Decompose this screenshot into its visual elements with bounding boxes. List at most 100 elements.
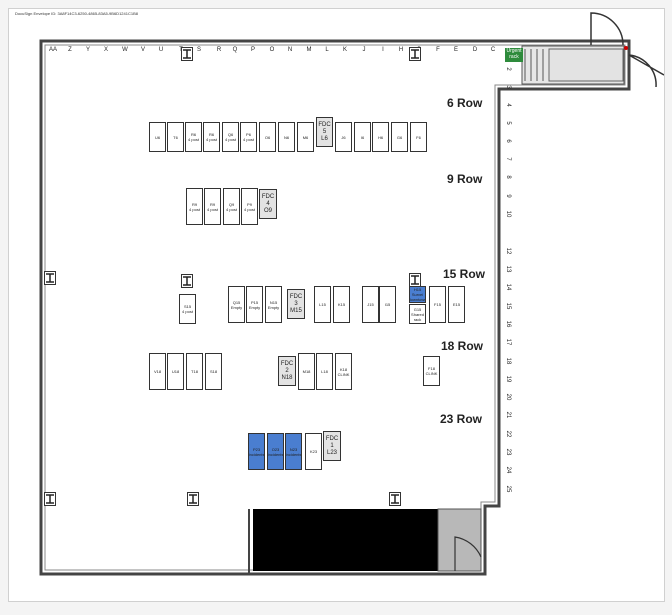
row-number: 24: [505, 466, 511, 474]
rack[interactable]: P23 Incidents: [248, 433, 265, 470]
rack[interactable]: L15: [314, 286, 331, 323]
rack[interactable]: F18 CLINK: [423, 356, 440, 386]
rack[interactable]: N6: [278, 122, 295, 152]
rack-label: N6: [283, 134, 290, 140]
row-number: 6: [505, 139, 511, 143]
rack[interactable]: J6: [335, 122, 352, 152]
rack-label: S18: [209, 369, 218, 374]
row-number: 25: [505, 485, 511, 493]
column-letter: F: [436, 47, 440, 53]
fdc-5[interactable]: FDC 5 L6: [316, 117, 333, 147]
i-beam-icon: [181, 274, 193, 288]
fdc-4[interactable]: FDC 4 O9: [259, 189, 277, 219]
rack-label: S15 4 post: [182, 304, 193, 314]
rack[interactable]: S18: [205, 353, 222, 390]
corridor-inner: [548, 48, 624, 82]
rack[interactable]: N15 Empty: [265, 286, 282, 323]
rack[interactable]: P15 Empty: [246, 286, 263, 323]
rack-label: U6: [154, 134, 161, 140]
rack[interactable]: O6: [259, 122, 276, 152]
rack[interactable]: M6: [297, 122, 314, 152]
rack[interactable]: H6: [372, 122, 389, 152]
row-number: 18: [505, 357, 511, 365]
rack[interactable]: R9 4 post: [204, 188, 221, 225]
rack[interactable]: P6 4 post: [240, 122, 257, 152]
column-letter: Y: [85, 47, 91, 53]
rack[interactable]: R6 4 post: [185, 122, 202, 152]
rack[interactable]: L18: [316, 353, 333, 390]
rack[interactable]: I15: [379, 286, 396, 323]
column-letter: X: [103, 47, 109, 53]
i-beam-icon: [389, 492, 401, 506]
rack[interactable]: K23: [305, 433, 322, 470]
rack-label: K23: [309, 449, 318, 454]
rack-label: H6: [377, 134, 384, 140]
outer-wall: [39, 39, 631, 576]
rack-label: K15: [337, 302, 346, 307]
column-letter: Z: [68, 47, 72, 53]
rack[interactable]: K15: [333, 286, 350, 323]
rack[interactable]: G6: [391, 122, 408, 152]
column-letter: AA: [48, 47, 58, 53]
rack[interactable]: N23 Incidents: [285, 433, 302, 470]
rack[interactable]: F15: [429, 286, 446, 323]
rack-label: Q9 4 post: [226, 201, 237, 212]
fdc-2[interactable]: FDC 2 N18: [278, 356, 296, 386]
fdc-3[interactable]: FDC 3 M15: [287, 289, 305, 319]
rack-label: F6: [416, 134, 421, 140]
rack[interactable]: K18 CLINK: [335, 353, 352, 390]
column-letter: O: [269, 47, 275, 53]
rack-label: T18: [191, 369, 198, 374]
column-letter: V: [140, 47, 146, 53]
rack-label: G15 Shared rack: [411, 306, 424, 322]
rack[interactable]: G15 Shared rack: [409, 304, 426, 324]
rack-label: G6: [396, 134, 403, 140]
row-number: 22: [505, 430, 511, 438]
rack-label: M18: [302, 369, 311, 374]
rack[interactable]: Q6 4 post: [222, 122, 239, 152]
rack[interactable]: F6: [410, 122, 427, 152]
rack-label: H15 Survei downtown: [409, 287, 426, 302]
rack[interactable]: U6: [149, 122, 166, 152]
rack-label: R9 4 post: [207, 201, 218, 212]
rack-label: F15: [434, 302, 441, 307]
column-letter: E: [453, 47, 459, 53]
i-beam-icon: [181, 47, 193, 61]
fdc-1[interactable]: FDC 1 L23: [323, 431, 341, 461]
alarm-indicator: [624, 46, 628, 50]
rack[interactable]: I6: [354, 122, 371, 152]
rack[interactable]: R6 4 post: [203, 122, 220, 152]
rack-label: R9 4 post: [189, 201, 200, 212]
row-label-23: 23 Row: [440, 412, 483, 426]
rack[interactable]: M18: [298, 353, 315, 390]
rack-label: E15: [452, 302, 461, 307]
rack[interactable]: R9 4 post: [186, 188, 203, 225]
rack-label: R6 4 post: [188, 132, 199, 142]
urgent-rack[interactable]: Urgent rack: [505, 48, 523, 62]
rack[interactable]: U18: [167, 353, 184, 390]
row-label-18: 18 Row: [441, 339, 484, 353]
row-number: 7: [505, 157, 511, 161]
rack-label: I15: [384, 302, 391, 307]
row-number: 3: [505, 85, 511, 89]
rack[interactable]: Q9 4 post: [223, 188, 240, 225]
rack[interactable]: Q15 Empty: [228, 286, 245, 323]
floor-plan-walls: [39, 12, 664, 576]
row-number: 17: [505, 338, 511, 346]
rack-label: R6 4 post: [206, 132, 217, 142]
rack-label: J6: [341, 134, 346, 140]
restricted-area: [253, 509, 438, 571]
rack[interactable]: H15 Survei downtown: [409, 286, 426, 303]
rack[interactable]: E15: [448, 286, 465, 323]
row-number: 16: [505, 320, 511, 328]
rack[interactable]: T6: [167, 122, 184, 152]
rack[interactable]: V18: [149, 353, 166, 390]
rack[interactable]: P9 4 post: [241, 188, 258, 225]
rack[interactable]: T18: [186, 353, 203, 390]
rack[interactable]: J15: [362, 286, 379, 323]
row-number: 2: [505, 67, 511, 71]
row-number: 14: [505, 283, 511, 291]
rack[interactable]: S15 4 post: [179, 294, 196, 324]
rack[interactable]: O23 Incidents: [267, 433, 284, 470]
column-letter: S: [196, 47, 202, 53]
